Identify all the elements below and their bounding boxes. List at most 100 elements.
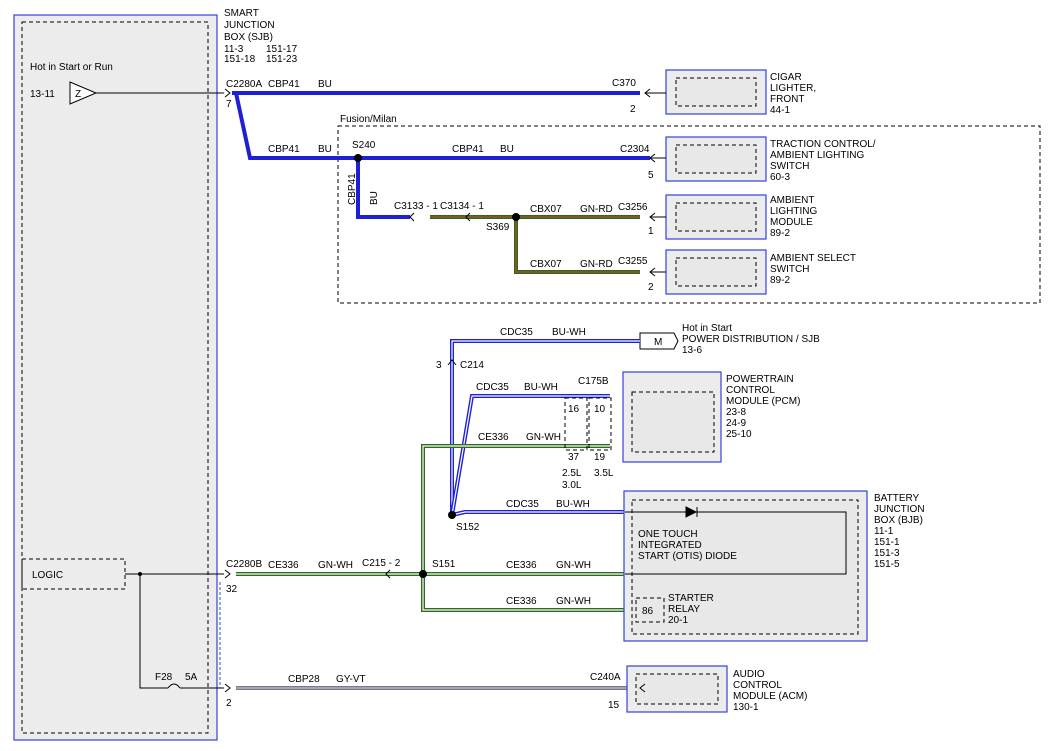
pin-c3256: 1	[648, 226, 654, 237]
wire-ce336	[236, 444, 625, 612]
conn-c2280a: C2280A	[226, 79, 262, 90]
bjb-line-4: 11-1	[874, 526, 894, 537]
wire-label-cbp41-2: CBP41	[268, 144, 300, 155]
pin-3: 3	[436, 360, 442, 371]
wire-label-bu-1: BU	[318, 79, 332, 90]
wire-label-bu-2: BU	[318, 144, 332, 155]
wire-cdc35	[450, 339, 640, 517]
conn-c3256: C3256	[618, 202, 648, 213]
cigar-line-3: FRONT	[770, 94, 804, 105]
hot-start-line-2: POWER DISTRIBUTION / SJB	[682, 334, 820, 345]
hot-start-m-label: M	[654, 337, 662, 348]
wire-label-buwh-3: BU-WH	[556, 499, 590, 510]
pcm-eng-35: 3.5L	[594, 468, 614, 479]
c2280b-pin2-arrow-icon	[224, 683, 231, 693]
fuse-feed-line	[139, 574, 168, 689]
wire-label-ce336-2: CE336	[478, 432, 509, 443]
c240a-arrow-icon	[639, 683, 646, 693]
conn-c3134: C3134 - 1	[440, 201, 484, 212]
hot-start-m-icon	[639, 332, 679, 350]
otis-line-2: INTEGRATED	[638, 540, 702, 551]
diode-icon	[685, 506, 698, 518]
conn-c2280b: C2280B	[226, 559, 262, 570]
logic-box	[21, 558, 126, 590]
splice-s369-label: S369	[486, 222, 510, 233]
splice-s152-label: S152	[456, 522, 480, 533]
starter-line-3: 20-1	[668, 615, 688, 626]
ambient-sel-line-3: 89-2	[770, 275, 790, 286]
conn-c215: C215 - 2	[362, 558, 401, 569]
sjb-title-3: BOX (SJB)	[224, 32, 273, 43]
pcm-line-1: POWERTRAIN	[726, 374, 794, 385]
wire-cbp41-branch	[234, 92, 650, 160]
pcm-pin-10: 10	[594, 404, 606, 415]
traction-line-1: TRACTION CONTROL/	[770, 139, 876, 150]
bjb-line-3: BOX (BJB)	[874, 515, 923, 526]
wire-label-gnwh-4: GN-WH	[556, 596, 591, 607]
bjb-line-5: 151-1	[874, 537, 900, 548]
wire-label-gnwh-2: GN-WH	[526, 432, 561, 443]
splice-s240-label: S240	[352, 140, 376, 151]
pcm-line-4: 23-8	[726, 407, 746, 418]
bjb-line-7: 151-5	[874, 559, 900, 570]
wire-label-cdc35-3: CDC35	[506, 499, 539, 510]
pcm-line-6: 25-10	[726, 429, 752, 440]
ambient-mod-line-3: MODULE	[770, 217, 813, 228]
sjb-ref-4: 151-23	[266, 54, 298, 65]
ambient-mod-line-4: 89-2	[770, 228, 790, 239]
c3133-arrow-icon	[409, 212, 415, 222]
cigar-line-2: LIGHTER,	[770, 83, 816, 94]
z-label: Z	[75, 89, 81, 100]
starter-line-1: STARTER	[668, 593, 714, 604]
wire-label-buwh-2: BU-WH	[524, 382, 558, 393]
sjb-ref-2: 151-18	[224, 54, 256, 65]
traction-switch	[665, 136, 767, 182]
sjb-box	[13, 14, 218, 741]
wire-label-cdc35-1: CDC35	[500, 327, 533, 338]
bjb-box	[623, 490, 868, 642]
pcm-pin-box-35	[588, 397, 612, 451]
bjb-line-1: BATTERY	[874, 493, 920, 504]
cigar-lighter	[665, 69, 767, 115]
wire-label-buwh-1: BU-WH	[552, 327, 586, 338]
pin-c370: 2	[630, 104, 636, 115]
wire-label-cbx07-1: CBX07	[530, 204, 562, 215]
ref-13-11: 13-11	[30, 89, 55, 100]
fuse-amp-label: 5A	[185, 672, 198, 683]
fuse-f28-label: F28	[155, 672, 173, 683]
conn-c240a: C240A	[590, 672, 621, 683]
bjb-line-6: 151-3	[874, 548, 900, 559]
wire-cbp41-down	[356, 158, 410, 219]
starter-relay-pin-box	[635, 597, 665, 623]
wire-label-ce336-4: CE336	[506, 596, 537, 607]
pcm-eng-25: 2.5L	[562, 468, 582, 479]
starter-pin-86: 86	[642, 606, 654, 617]
wire-label-ce336-1: CE336	[268, 560, 299, 571]
pcm-line-2: CONTROL	[726, 385, 775, 396]
splice-s240	[354, 154, 362, 162]
c2280b-arrow-icon	[224, 569, 231, 579]
pin-7: 7	[226, 99, 232, 110]
acm-line-3: MODULE (ACM)	[733, 691, 807, 702]
pin-c240a: 15	[608, 700, 620, 711]
pcm-line-3: MODULE (PCM)	[726, 396, 800, 407]
pin-c2304: 5	[648, 170, 654, 181]
pcm-eng-30: 3.0L	[562, 480, 582, 491]
ambient-select-switch	[665, 249, 767, 295]
wire-label-cbp41-3: CBP41	[452, 144, 484, 155]
pcm-module	[622, 371, 722, 463]
ambient-mod-line-1: AMBIENT	[770, 195, 814, 206]
wire-label-gnwh-3: GN-WH	[556, 560, 591, 571]
acm-line-4: 130-1	[733, 702, 759, 713]
wire-label-bu-4: BU	[369, 191, 380, 205]
otis-line-3: START (OTIS) DIODE	[638, 551, 737, 562]
hot-start-line-1: Hot in Start	[682, 323, 732, 334]
c2280a-arrow-icon	[224, 88, 231, 98]
c215-arrow-icon	[385, 569, 391, 579]
conn-c214: C214	[460, 360, 484, 371]
hot-start-line-3: 13-6	[682, 345, 702, 356]
otis-internal-line	[625, 511, 847, 575]
wire-label-cbx07-2: CBX07	[530, 259, 562, 270]
pcm-pin-19: 19	[594, 452, 606, 463]
